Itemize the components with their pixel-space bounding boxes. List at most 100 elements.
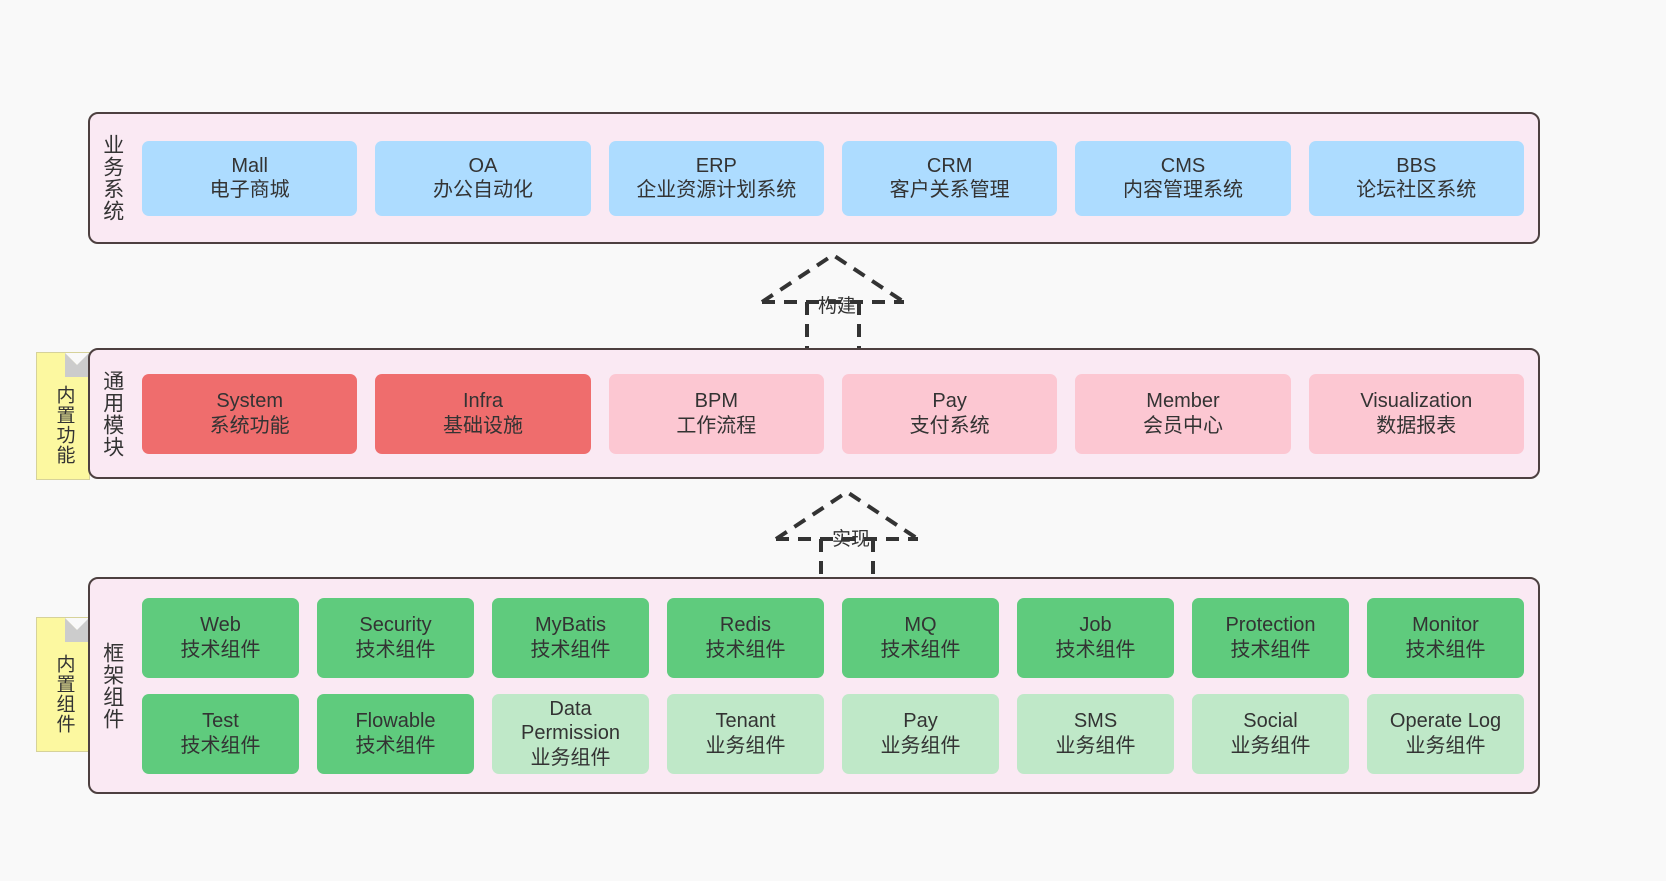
card-protection[interactable]: Protection 技术组件 bbox=[1192, 597, 1349, 678]
card-mq[interactable]: MQ 技术组件 bbox=[842, 597, 999, 678]
card-title: Security bbox=[359, 614, 432, 637]
card-title: Data Permission bbox=[521, 697, 620, 745]
card-title: SMS bbox=[1073, 710, 1118, 733]
sticky-note-builtin-component: 内置组件 bbox=[36, 617, 90, 752]
card-title: CRM bbox=[926, 154, 973, 177]
card-subtitle: 业务组件 bbox=[1405, 734, 1486, 757]
card-subtitle: 技术组件 bbox=[1230, 638, 1311, 661]
card-cms[interactable]: CMS 内容管理系统 bbox=[1075, 140, 1291, 216]
card-title: Pay bbox=[932, 390, 967, 413]
card-pay[interactable]: Pay 支付系统 bbox=[841, 373, 1058, 454]
card-mybatis[interactable]: MyBatis 技术组件 bbox=[492, 597, 649, 678]
card-subtitle: 企业资源计划系统 bbox=[636, 179, 797, 201]
card-title: Member bbox=[1146, 390, 1220, 413]
card-redis[interactable]: Redis 技术组件 bbox=[667, 597, 824, 678]
card-subtitle: 工作流程 bbox=[676, 414, 757, 437]
card-data-permission[interactable]: Data Permission 业务组件 bbox=[492, 693, 649, 774]
card-subtitle: 技术组件 bbox=[1405, 638, 1486, 661]
connector-build-label: 构建 bbox=[818, 296, 857, 317]
layer-business-title: 业务系统 bbox=[100, 134, 124, 222]
layer-business-body: Mall 电子商城 OA 办公自动化 ERP 企业资源计划系统 CRM 客户关系… bbox=[134, 114, 1538, 242]
card-security[interactable]: Security 技术组件 bbox=[317, 597, 474, 678]
card-flowable[interactable]: Flowable 技术组件 bbox=[317, 693, 474, 774]
layer-common-module: 通用模块 System 系统功能 Infra 基础设施 BPM 工作流程 Pay bbox=[88, 348, 1540, 479]
card-bbs[interactable]: BBS 论坛社区系统 bbox=[1308, 140, 1524, 216]
card-title: Mall bbox=[231, 154, 268, 177]
card-title: Flowable bbox=[355, 710, 436, 733]
card-subtitle: 会员中心 bbox=[1142, 414, 1223, 437]
layer-business-system: 业务系统 Mall 电子商城 OA 办公自动化 ERP 企业资源计划系统 CRM bbox=[88, 112, 1540, 244]
card-title: ERP bbox=[695, 154, 737, 177]
card-job[interactable]: Job 技术组件 bbox=[1017, 597, 1174, 678]
layer-framework-body: Web 技术组件 Security 技术组件 MyBatis 技术组件 Redi… bbox=[134, 579, 1538, 792]
card-title: Web bbox=[200, 614, 241, 637]
card-subtitle: 技术组件 bbox=[180, 638, 261, 661]
card-subtitle: 技术组件 bbox=[1055, 638, 1136, 661]
card-subtitle: 业务组件 bbox=[1230, 734, 1311, 757]
card-bpm[interactable]: BPM 工作流程 bbox=[608, 373, 824, 454]
layer-framework-title: 框架组件 bbox=[100, 641, 124, 730]
card-subtitle: 内容管理系统 bbox=[1122, 179, 1243, 201]
card-title: Operate Log bbox=[1389, 710, 1502, 733]
card-subtitle: 业务组件 bbox=[705, 734, 786, 757]
card-title: Infra bbox=[462, 390, 503, 413]
card-subtitle: 客户关系管理 bbox=[889, 179, 1010, 201]
card-subtitle: 支付系统 bbox=[909, 414, 990, 437]
card-subtitle: 技术组件 bbox=[355, 638, 436, 661]
card-title: Test bbox=[202, 710, 239, 733]
card-subtitle: 技术组件 bbox=[180, 734, 261, 757]
card-operate-log[interactable]: Operate Log 业务组件 bbox=[1367, 693, 1524, 774]
card-tenant[interactable]: Tenant 业务组件 bbox=[667, 693, 824, 774]
card-subtitle: 办公自动化 bbox=[432, 179, 533, 201]
card-subtitle: 技术组件 bbox=[530, 638, 611, 661]
card-subtitle: 电子商城 bbox=[209, 179, 290, 201]
card-subtitle: 论坛社区系统 bbox=[1356, 179, 1477, 201]
card-crm[interactable]: CRM 客户关系管理 bbox=[841, 140, 1058, 216]
card-subtitle: 系统功能 bbox=[209, 414, 290, 437]
layer-common-body: System 系统功能 Infra 基础设施 BPM 工作流程 Pay 支付系统… bbox=[134, 350, 1538, 477]
card-subtitle: 技术组件 bbox=[705, 638, 786, 661]
card-mall[interactable]: Mall 电子商城 bbox=[142, 140, 358, 216]
card-row: Web 技术组件 Security 技术组件 MyBatis 技术组件 Redi… bbox=[142, 597, 1524, 678]
card-pay-business[interactable]: Pay 业务组件 bbox=[842, 693, 999, 774]
card-member[interactable]: Member 会员中心 bbox=[1075, 373, 1291, 454]
card-title: BBS bbox=[1396, 154, 1437, 177]
card-social[interactable]: Social 业务组件 bbox=[1192, 693, 1349, 774]
card-subtitle: 业务组件 bbox=[530, 746, 611, 769]
card-row: System 系统功能 Infra 基础设施 BPM 工作流程 Pay 支付系统… bbox=[142, 373, 1524, 454]
card-title: CMS bbox=[1160, 154, 1206, 177]
card-system[interactable]: System 系统功能 bbox=[142, 373, 358, 454]
connector-implement-label: 实现 bbox=[832, 529, 871, 550]
card-row: Test 技术组件 Flowable 技术组件 Data Permission … bbox=[142, 693, 1524, 774]
card-title: MQ bbox=[904, 614, 937, 637]
layer-common-title: 通用模块 bbox=[100, 369, 124, 458]
card-infra[interactable]: Infra 基础设施 bbox=[375, 373, 591, 454]
card-web[interactable]: Web 技术组件 bbox=[142, 597, 299, 678]
card-title: Protection bbox=[1225, 614, 1316, 637]
card-title: Job bbox=[1079, 614, 1112, 637]
card-oa[interactable]: OA 办公自动化 bbox=[375, 140, 591, 216]
card-title: System bbox=[216, 390, 283, 413]
sticky-note-label: 内置功能 bbox=[53, 385, 75, 465]
card-erp[interactable]: ERP 企业资源计划系统 bbox=[608, 140, 824, 216]
card-title: Pay bbox=[903, 710, 938, 733]
card-subtitle: 技术组件 bbox=[355, 734, 436, 757]
card-title: MyBatis bbox=[534, 614, 607, 637]
card-row: Mall 电子商城 OA 办公自动化 ERP 企业资源计划系统 CRM 客户关系… bbox=[142, 140, 1524, 216]
card-test[interactable]: Test 技术组件 bbox=[142, 693, 299, 774]
card-sms[interactable]: SMS 业务组件 bbox=[1017, 693, 1174, 774]
card-title: Monitor bbox=[1412, 614, 1479, 637]
card-title: Social bbox=[1243, 710, 1298, 733]
card-title: OA bbox=[468, 154, 498, 177]
card-title: Tenant bbox=[715, 710, 776, 733]
card-title: Redis bbox=[719, 614, 772, 637]
card-visualization[interactable]: Visualization 数据报表 bbox=[1308, 373, 1524, 454]
sticky-note-builtin-function: 内置功能 bbox=[36, 352, 90, 480]
card-subtitle: 业务组件 bbox=[1055, 734, 1136, 757]
sticky-note-label: 内置组件 bbox=[53, 653, 75, 734]
layer-framework-component: 框架组件 Web 技术组件 Security 技术组件 MyBatis 技术组件… bbox=[88, 577, 1540, 794]
card-subtitle: 基础设施 bbox=[442, 414, 523, 437]
card-monitor[interactable]: Monitor 技术组件 bbox=[1367, 597, 1524, 678]
card-subtitle: 数据报表 bbox=[1376, 414, 1457, 437]
